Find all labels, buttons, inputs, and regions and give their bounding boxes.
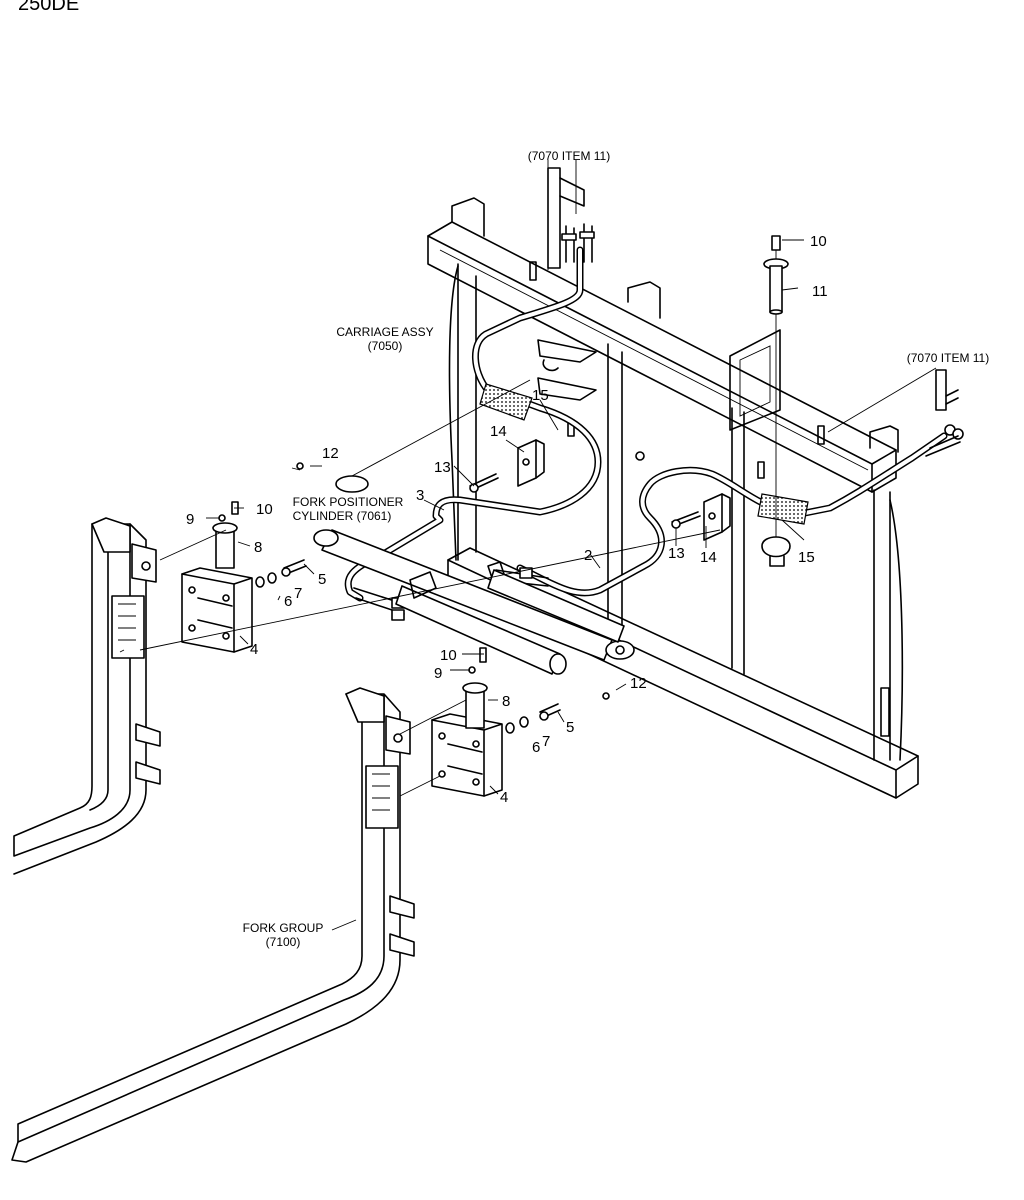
- cylinder-caption: FORK POSITIONER: [293, 495, 404, 509]
- part-number-6-right: 6: [532, 739, 540, 756]
- hanger-block-right: [431, 647, 503, 797]
- carriage-caption: CARRIAGE ASSY: [336, 325, 433, 339]
- part-number-2: 2: [584, 547, 592, 564]
- part-number-13-right: 13: [668, 545, 685, 562]
- bolts-washers: [255, 559, 561, 734]
- part-number-8-left: 8: [254, 539, 262, 556]
- leader-lines: [119, 160, 937, 931]
- labels: 250DE (7070 ITEM 11) (7070 ITEM 11) CARR…: [18, 0, 989, 949]
- part-number-5-right: 5: [566, 719, 574, 736]
- fork-right: [11, 687, 415, 1163]
- part-number-8-right: 8: [502, 693, 510, 710]
- part-number-15-bottom: 15: [798, 549, 815, 566]
- part-number-7-right: 7: [542, 733, 550, 750]
- bolts-12: [296, 462, 610, 700]
- part-number-3: 3: [416, 487, 424, 504]
- hydraulic-hoses: [344, 167, 964, 621]
- ref-7070-right: (7070 ITEM 11): [907, 351, 989, 365]
- part-number-15-top: 15: [532, 387, 549, 404]
- fork-positioner-cylinders: [313, 529, 635, 675]
- part-number-14-right: 14: [700, 549, 717, 566]
- cylinder-caption-code: CYLINDER (7061): [293, 509, 392, 523]
- part-number-9-left: 9: [186, 511, 194, 528]
- part-number-12-bottom: 12: [630, 675, 647, 692]
- part-number-7-left: 7: [294, 585, 302, 602]
- part-number-4-left: 4: [250, 641, 258, 658]
- part-number-4-right: 4: [500, 789, 508, 806]
- part-number-9-right: 9: [434, 665, 442, 682]
- fork-left: [13, 517, 161, 875]
- vertical-pin-assembly: [761, 235, 791, 567]
- fork-group-caption-code: (7100): [266, 935, 301, 949]
- diagram-title: 250DE: [18, 0, 79, 15]
- part-number-11: 11: [812, 283, 828, 300]
- part-number-14-left: 14: [490, 423, 507, 440]
- part-number-5-left: 5: [318, 571, 326, 588]
- carriage-caption-code: (7050): [368, 339, 403, 353]
- part-number-13-left: 13: [434, 459, 451, 476]
- fork-group-caption: FORK GROUP: [243, 921, 324, 935]
- part-number-6-left: 6: [284, 593, 292, 610]
- part-number-12-top: 12: [322, 445, 339, 462]
- part-number-10-right: 10: [440, 647, 457, 664]
- part-number-10-top: 10: [810, 233, 827, 250]
- part-number-10-left: 10: [256, 501, 273, 518]
- ref-7070-top: (7070 ITEM 11): [528, 149, 610, 163]
